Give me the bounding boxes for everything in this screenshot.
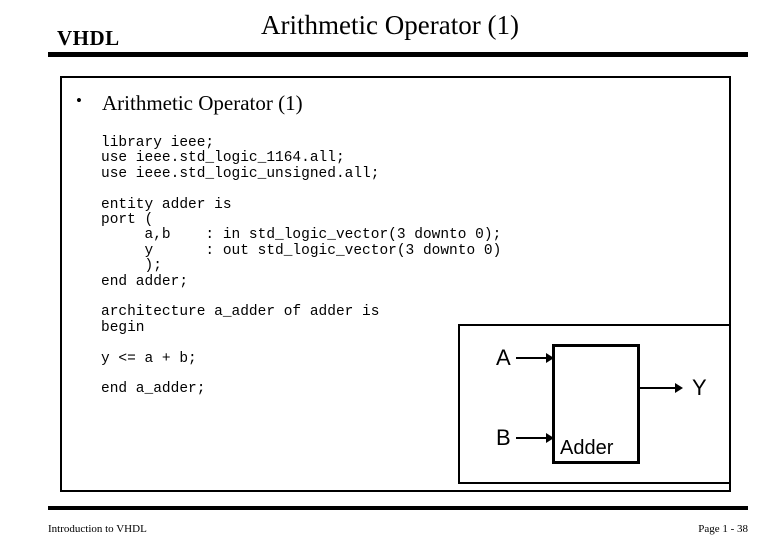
code-line: library ieee; <box>101 135 215 151</box>
code-blank-line <box>101 367 501 382</box>
wire-y <box>639 387 679 389</box>
input-label-a: A <box>496 345 511 370</box>
vhdl-logo: VHDL <box>57 26 120 50</box>
bullet-heading: • Arithmetic Operator (1) <box>76 91 303 116</box>
code-line: ); <box>101 258 162 275</box>
wire-a <box>516 357 550 359</box>
bullet-dot-icon: • <box>76 91 82 110</box>
code-line: use ieee.std_logic_1164.all; <box>101 150 345 167</box>
code-line: begin <box>101 319 145 336</box>
adder-diagram: A B Adder Y <box>458 324 731 484</box>
footer-divider <box>48 506 748 510</box>
footer-page-number: Page 1 - 38 <box>698 523 748 535</box>
input-label-b: B <box>496 425 511 450</box>
code-blank-line <box>101 336 501 351</box>
code-blank-line <box>101 182 501 197</box>
code-line: y <= a + b; <box>101 350 197 367</box>
arrowhead-y-icon <box>675 383 683 393</box>
adder-block-label: Adder <box>560 437 614 459</box>
code-line: port ( <box>101 212 154 229</box>
arrowhead-b-icon <box>546 433 554 443</box>
adder-block: Adder <box>552 344 640 464</box>
vhdl-code-block: library ieee;use ieee.std_logic_1164.all… <box>101 135 502 398</box>
code-line: architecture a_adder of adder is <box>101 304 380 321</box>
content-frame: •Arithmetic Operator (1) library ieee;us… <box>60 76 731 492</box>
code-line: end a_adder; <box>101 381 206 398</box>
wire-b <box>516 437 550 439</box>
code-line: entity adder is <box>101 196 232 213</box>
code-line: y : out std_logic_vector(3 downto 0) <box>101 242 502 259</box>
footer-left-text: Introduction to VHDL <box>48 523 147 535</box>
code-blank-line <box>101 290 501 305</box>
arrowhead-a-icon <box>546 353 554 363</box>
code-line: a,b : in std_logic_vector(3 downto 0); <box>101 227 502 244</box>
header-divider <box>48 52 748 57</box>
code-line: end adder; <box>101 273 189 290</box>
bullet-heading-label: Arithmetic Operator (1) <box>102 91 303 115</box>
page-title: Arithmetic Operator (1) <box>261 10 519 40</box>
code-line: use ieee.std_logic_unsigned.all; <box>101 165 380 182</box>
output-label-y: Y <box>692 375 707 400</box>
